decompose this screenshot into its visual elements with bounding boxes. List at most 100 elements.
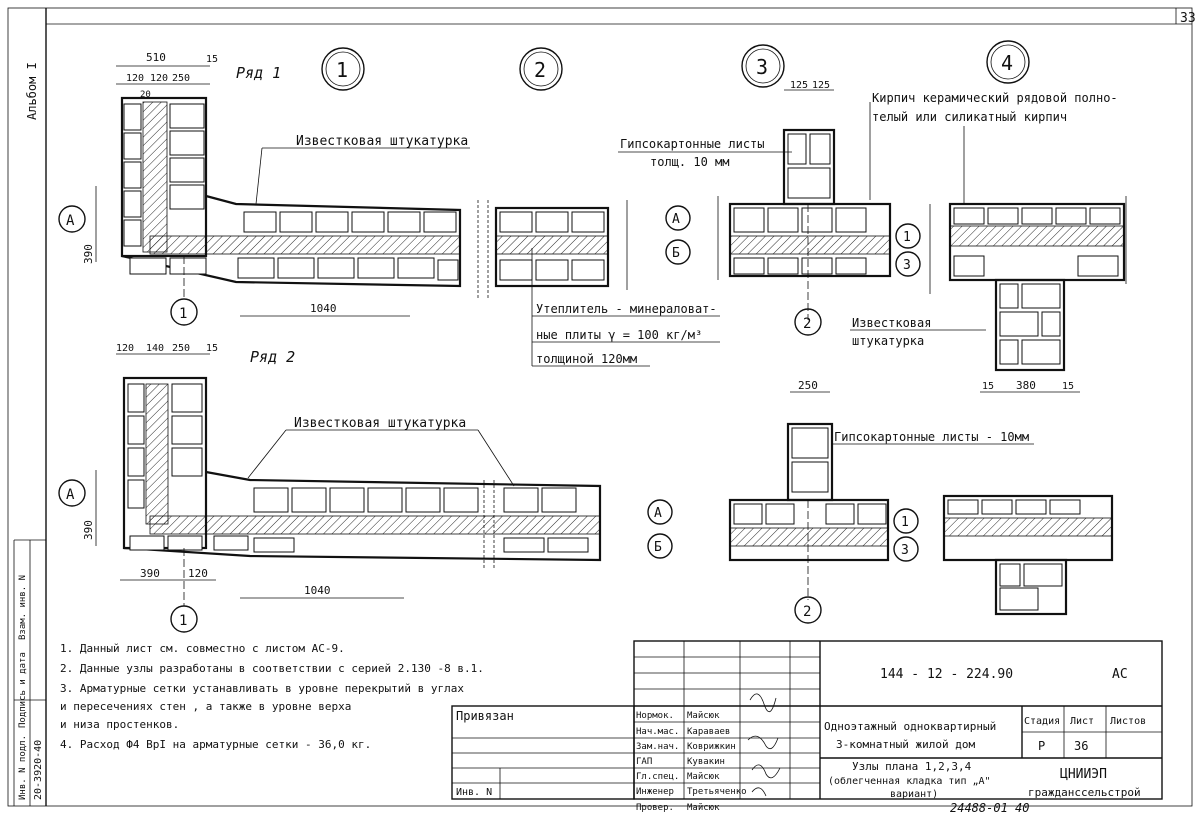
dim-15d: 15 — [1062, 381, 1074, 392]
label-gypsum-row1-a: Гипсокартонные листы — [620, 137, 765, 151]
svg-text:Б: Б — [654, 540, 662, 555]
dim-1040b: 1040 — [304, 584, 331, 597]
svg-text:Провер.: Провер. — [636, 803, 674, 813]
axis-1-node4-row2: 1 — [893, 508, 919, 534]
label-gypsum-row2: Гипсокартонные листы - 10мм — [834, 430, 1029, 444]
dim-120c: 120 — [116, 343, 134, 354]
label-plaster-node4-b: штукатурка — [852, 334, 924, 348]
sheet-number: 33 — [1180, 11, 1196, 26]
svg-text:Коврижкин: Коврижкин — [687, 742, 736, 752]
svg-text:А: А — [654, 506, 662, 521]
svg-text:1: 1 — [179, 613, 187, 629]
svg-text:1: 1 — [903, 230, 911, 245]
label-plaster-row1: Известковая штукатурка — [296, 134, 468, 149]
dim-510: 510 — [146, 51, 166, 64]
dim-20: 20 — [140, 90, 151, 100]
svg-text:Гл.спец.: Гл.спец. — [636, 772, 679, 782]
dim-125b: 125 — [812, 80, 830, 91]
side-inv-podl: Инв. N подл. — [18, 735, 28, 800]
stamp-sheet-header: Лист — [1070, 716, 1094, 727]
note-2: 2. Данные узлы разработаны в соответстви… — [60, 662, 484, 675]
svg-text:Нормок.: Нормок. — [636, 711, 674, 721]
node-label-2: 2 — [534, 58, 546, 82]
label-insul-line1: Утеплитель - минераловат- — [536, 302, 717, 316]
svg-text:Зам.нач.: Зам.нач. — [636, 742, 679, 752]
leader-lines — [247, 102, 1034, 487]
note-3: 3. Арматурные сетки устанавливать в уров… — [60, 682, 464, 695]
stamp-sheets-header: Листов — [1110, 716, 1146, 727]
svg-text:Майсюк: Майсюк — [687, 772, 720, 782]
svg-text:Кувакин: Кувакин — [687, 757, 725, 767]
stamp-stage-header: Стадия — [1024, 716, 1060, 727]
label-plaster-row2: Известковая штукатурка — [294, 416, 466, 431]
dim-120b: 120 — [150, 73, 168, 84]
label-insul-line2: ные плиты γ = 100 кг/м³ — [536, 328, 702, 342]
node-circle-1: 1 — [321, 47, 365, 91]
dim-380: 380 — [1016, 379, 1036, 392]
stamp-code: 144 - 12 - 224.90 — [880, 667, 1013, 682]
label-insul-line3: толщиной 120мм — [536, 352, 637, 366]
svg-text:3: 3 — [901, 543, 909, 558]
dim-15b: 15 — [206, 343, 218, 354]
axis-3-node4-row1: 3 — [895, 251, 921, 277]
axis-A-node3-row2: А — [647, 499, 673, 525]
dim-390c: 390 — [82, 520, 95, 540]
dim-125a: 125 — [790, 80, 808, 91]
row-2-title: Ряд 2 — [250, 348, 295, 366]
node-label-3: 3 — [756, 55, 768, 79]
svg-text:3: 3 — [903, 258, 911, 273]
dim-120-row2: 120 — [188, 567, 208, 580]
axis-A-node3-row1: А — [665, 205, 691, 231]
node-circle-3: 3 — [741, 44, 785, 88]
dimensions — [95, 65, 1127, 599]
axis-2-node3-row2: 2 — [794, 596, 822, 624]
stamp-title-line1: Узлы плана 1,2,3,4 — [852, 760, 972, 773]
row2-node4-wall — [942, 494, 1114, 616]
row-1-title: Ряд 1 — [236, 64, 281, 82]
side-number: 20-3920-40 — [33, 740, 44, 800]
dim-250c: 250 — [798, 379, 818, 392]
stamp-project-line1: Одноэтажный одноквартирный — [824, 720, 996, 733]
svg-text:А: А — [672, 212, 680, 227]
axis-1-node4-row1: 1 — [895, 223, 921, 249]
album-label: Альбом I — [25, 62, 39, 120]
side-vzam: Взам. инв. N — [18, 575, 28, 640]
row1-node2-wall — [477, 200, 610, 300]
node-label-1: 1 — [336, 58, 348, 82]
svg-text:Б: Б — [672, 246, 680, 261]
row2-node3-wall — [728, 422, 890, 600]
svg-text:Третьяченко: Третьяченко — [687, 787, 747, 797]
title-block — [451, 640, 1163, 800]
svg-text:ГАП: ГАП — [636, 757, 652, 767]
stamp-privyazan: Привязан — [456, 709, 514, 723]
axis-3-node4-row2: 3 — [893, 536, 919, 562]
svg-text:Нач.мас.: Нач.мас. — [636, 727, 679, 737]
sheet-outer-frame — [7, 7, 1193, 807]
stamp-stage: Р — [1038, 739, 1045, 753]
dim-1040a: 1040 — [310, 302, 337, 315]
row1-corner-wall — [120, 96, 462, 288]
node-circle-2: 2 — [519, 47, 563, 91]
note-4: 4. Расход Ф4 ВрI на арматурные сетки - 3… — [60, 738, 371, 751]
note-3b: и пересечениях стен , а также в уровне в… — [60, 700, 351, 713]
svg-text:1: 1 — [901, 515, 909, 530]
dim-390b: 390 — [82, 244, 95, 264]
note-3c: и низа простенков. — [60, 718, 179, 731]
svg-text:2: 2 — [803, 316, 811, 332]
label-gypsum-row1-b: толщ. 10 мм — [650, 155, 729, 169]
stamp-org-line1: ЦНИИЭП — [1060, 767, 1107, 782]
dim-15a: 15 — [206, 54, 218, 65]
dim-15c: 15 — [982, 381, 994, 392]
side-podpis: Подпись и дата — [18, 652, 28, 728]
stamp-inv: Инв. N — [456, 787, 492, 798]
dim-140: 140 — [146, 343, 164, 354]
svg-text:1: 1 — [179, 306, 187, 322]
svg-text:А: А — [66, 213, 75, 229]
label-brick-line2: телый или силикатный кирпич — [872, 110, 1067, 124]
axis-A-row2: А — [58, 479, 86, 507]
axis-1-row2: 1 — [170, 548, 198, 633]
signature-scribbles — [747, 693, 781, 797]
stamp-sheet: 36 — [1074, 739, 1088, 753]
label-plaster-node4-a: Известковая — [852, 316, 931, 330]
axis-B-node3-row2: Б — [647, 533, 673, 559]
